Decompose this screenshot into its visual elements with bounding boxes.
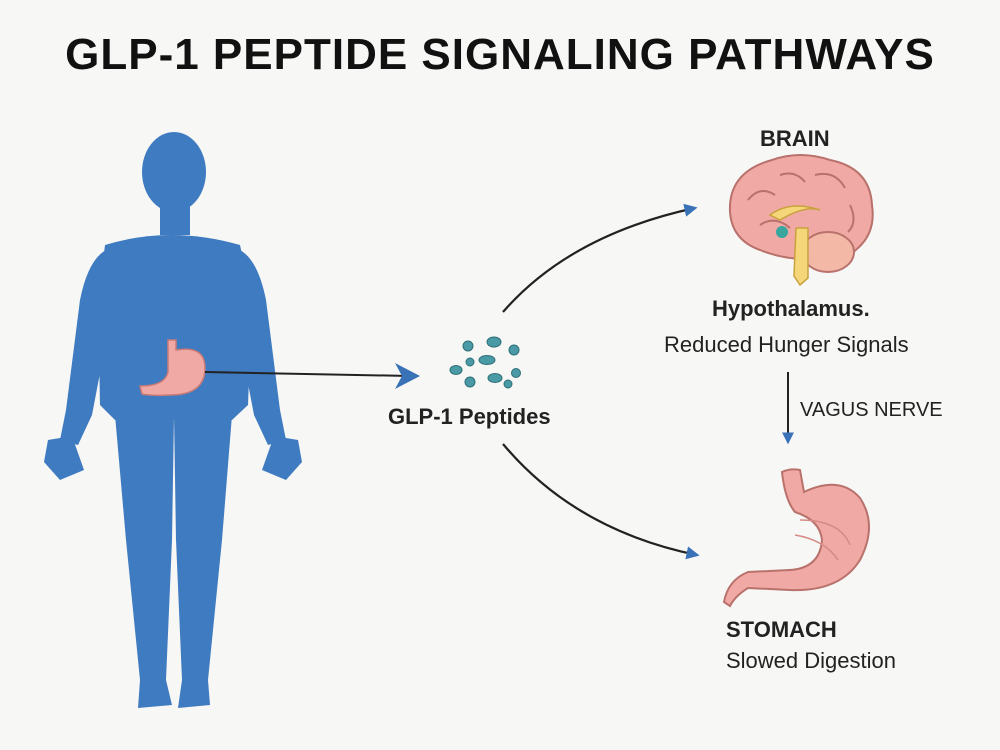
arrow-peptides-to-brain [502,203,698,313]
vagus-nerve-label: VAGUS NERVE [800,399,943,421]
brain-icon [728,154,874,287]
arrow-peptides-to-stomach [502,443,700,560]
body-stomach-icon [139,339,206,397]
stomach-icon [722,468,870,608]
stomach-heading: STOMACH [726,617,837,642]
arrowhead-body-to-peptides [395,363,420,389]
arrow-body-to-peptides [204,371,411,377]
brain-effect-label: Reduced Hunger Signals [664,332,909,357]
peptide-cluster-icon [449,336,521,389]
stomach-effect-label: Slowed Digestion [726,648,896,673]
peptides-label: GLP-1 Peptides [388,404,551,429]
human-body-figure [44,132,302,708]
brain-heading: BRAIN [760,126,830,151]
page-title: GLP-1 PEPTIDE SIGNALING PATHWAYS [65,30,935,79]
brain-region-label: Hypothalamus. [712,296,870,321]
